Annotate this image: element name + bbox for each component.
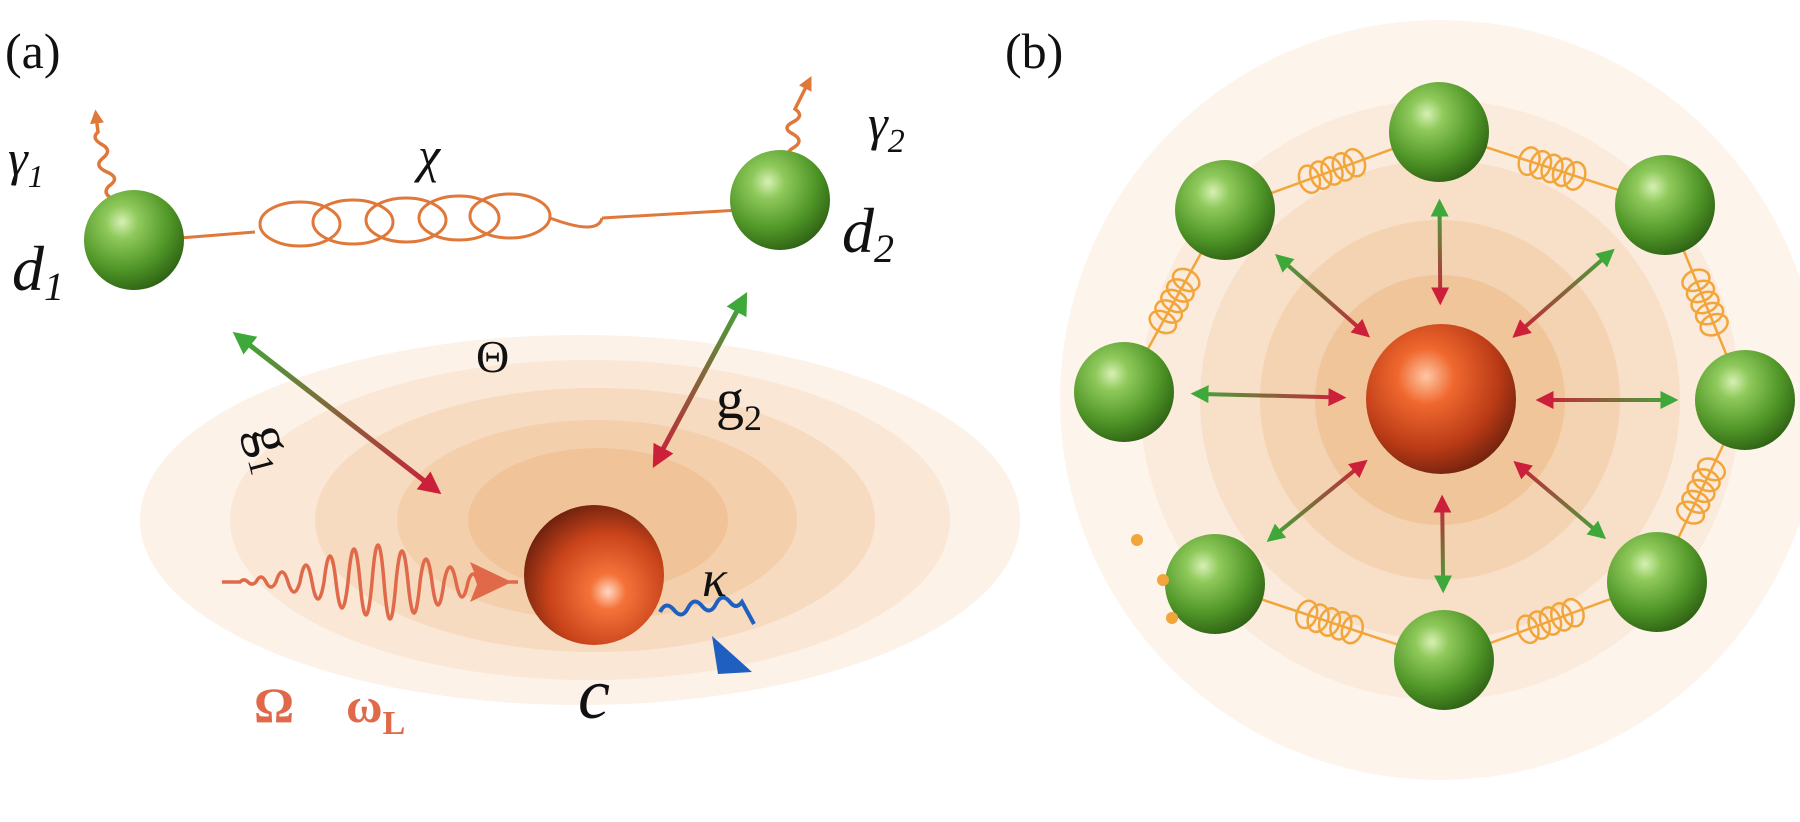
gamma2-decay-arrow	[785, 75, 812, 162]
emitter-d2	[730, 150, 830, 250]
chi-coupling-spring	[179, 192, 741, 248]
ring-coupling-springs	[1142, 143, 1731, 649]
panel-b-label: (b)	[1005, 23, 1063, 79]
omega-rabi-label: Ω	[254, 677, 294, 733]
cavity-mode	[524, 505, 664, 645]
g1-coupling-arrow	[232, 331, 442, 495]
kappa-arrowhead	[712, 636, 752, 674]
emitter-d1	[84, 190, 184, 290]
kappa-decay-arrow	[658, 595, 756, 625]
kappa-label: κ	[702, 551, 728, 608]
ring-spring-3	[1481, 594, 1620, 648]
ring-arrow-bottom	[1433, 494, 1453, 594]
ring-spring-2	[1673, 435, 1729, 547]
ring-spring-4	[1252, 595, 1407, 649]
ring-arrow-top-right	[1512, 248, 1615, 338]
d2-label: d2	[842, 195, 894, 271]
ring-coupling-arrows	[1190, 198, 1679, 594]
ring-emitter-left	[1074, 342, 1174, 442]
gamma2-label: γ2	[868, 95, 905, 160]
cavity-mode-b	[1366, 324, 1516, 474]
panel-a: (a) χ γ1 γ2 d1 d2	[5, 23, 1020, 742]
ring-arrow-bottom-right	[1513, 460, 1607, 540]
ring-emitter-right	[1695, 350, 1795, 450]
cavity-label: c	[578, 654, 610, 734]
drive-arrowhead	[470, 562, 512, 602]
ring-emitters	[1074, 82, 1795, 710]
omega-laser-label: ωL	[346, 677, 405, 742]
gamma1-label: γ1	[8, 130, 44, 194]
ring-spring-0	[1476, 143, 1628, 194]
ring-spring-1	[1679, 241, 1731, 364]
d1-label: d1	[12, 233, 64, 309]
g2-coupling-arrow	[652, 292, 748, 468]
ring-arrow-top-left	[1275, 253, 1370, 338]
ring-spring-6	[1262, 144, 1402, 198]
ring-arrow-top	[1430, 198, 1450, 306]
ring-emitter-top	[1389, 82, 1489, 182]
theta-label: Θ	[476, 331, 509, 382]
drive-wave-packet	[222, 543, 518, 621]
g2-label: g2	[716, 369, 762, 438]
panel-a-label: (a)	[5, 23, 61, 79]
chi-label: χ	[414, 127, 442, 183]
gamma1-decay-arrow	[90, 109, 117, 202]
panel-b: (b)	[1005, 20, 1800, 780]
ring-emitter-bottom-right	[1607, 532, 1707, 632]
ring-emitter-bottom	[1394, 610, 1494, 710]
ring-arrow-left	[1190, 385, 1347, 407]
ring-ellipsis	[1131, 534, 1178, 624]
ring-spring-5	[1142, 244, 1207, 358]
ring-arrow-bottom-left	[1266, 459, 1368, 542]
ring-emitter-top-left	[1175, 160, 1275, 260]
ring-emitter-bottom-left	[1165, 534, 1265, 634]
ring-emitter-top-right	[1615, 155, 1715, 255]
